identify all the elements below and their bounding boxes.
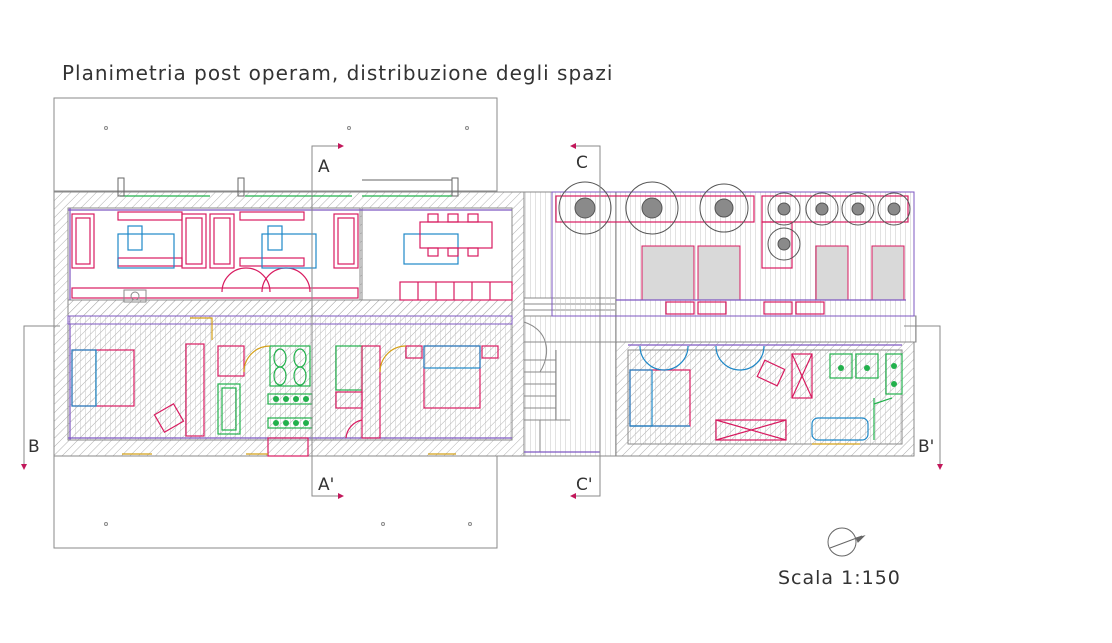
bathroom-left xyxy=(217,345,381,457)
section-lines xyxy=(23,145,941,497)
section-label-a-top: A xyxy=(318,157,330,177)
bedroom-right-left-block xyxy=(405,345,499,409)
living-furniture xyxy=(71,211,513,301)
courtyard-panels xyxy=(616,245,906,315)
bedroom-left xyxy=(71,343,205,437)
site-markers xyxy=(104,126,472,526)
bathroom-right xyxy=(791,353,903,445)
bath-fixtures xyxy=(838,363,897,387)
green-fixtures xyxy=(273,396,309,426)
section-label-a-bottom: A' xyxy=(318,475,334,495)
section-arrows xyxy=(21,143,943,499)
bedroom-right xyxy=(629,345,787,441)
courtyard-planter xyxy=(555,195,909,269)
dining-table xyxy=(419,213,493,257)
top-window-frames xyxy=(117,177,459,197)
left-building xyxy=(53,191,525,457)
north-arrow-icon xyxy=(827,527,866,557)
fireplace-unit xyxy=(123,289,147,303)
scale-label: Scala 1:150 xyxy=(778,567,901,589)
tree-icon xyxy=(558,181,911,261)
doors-left xyxy=(122,317,456,455)
drawing-title: Planimetria post operam, distribuzione d… xyxy=(62,61,613,85)
section-label-b-left: B xyxy=(28,437,40,457)
section-label-b-right: B' xyxy=(918,437,934,457)
section-label-c-top: C xyxy=(576,153,588,173)
section-label-c-bottom: C' xyxy=(576,475,593,495)
